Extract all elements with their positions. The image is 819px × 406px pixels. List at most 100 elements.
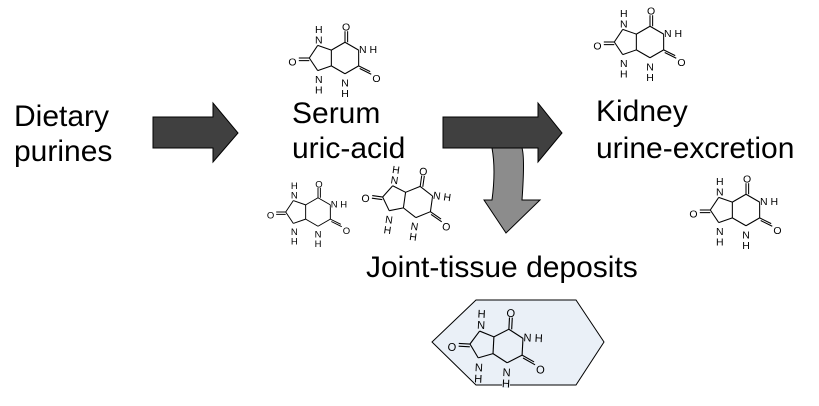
atom-label-background bbox=[410, 220, 419, 232]
atom-label-background bbox=[506, 307, 516, 318]
atom-label-background bbox=[474, 361, 484, 373]
atom-label-background bbox=[361, 192, 370, 204]
atom-label-background bbox=[442, 220, 451, 232]
atom-h-top-right: H bbox=[443, 191, 452, 204]
serum-label-line1: Serum bbox=[292, 97, 381, 130]
atom-h-top-left: H bbox=[477, 308, 486, 320]
atom-label-background bbox=[383, 224, 392, 235]
atom-n-bottom: N bbox=[502, 367, 511, 379]
atom-label-background bbox=[341, 87, 349, 98]
atom-o-right: O bbox=[536, 364, 546, 376]
atom-n-top-left: N bbox=[291, 191, 298, 202]
atom-label-background bbox=[620, 58, 628, 68]
atom-h-top-right: H bbox=[675, 28, 683, 40]
atom-label-background bbox=[620, 18, 628, 28]
atom-o-top: O bbox=[418, 166, 428, 179]
atom-h-top-left: H bbox=[315, 24, 323, 36]
atom-o-top: O bbox=[506, 308, 516, 320]
atom-n-bottom-left: N bbox=[474, 362, 483, 374]
atom-label-background bbox=[743, 173, 751, 184]
atom-n-top-right: N bbox=[359, 44, 367, 56]
dietary-label-line2: purines bbox=[14, 135, 113, 168]
atom-h-top-right: H bbox=[370, 44, 378, 56]
atom-label-background bbox=[359, 43, 367, 54]
atom-label-background bbox=[716, 186, 724, 196]
deposits-label: Joint-tissue deposits bbox=[366, 251, 638, 284]
atom-label-background bbox=[474, 372, 483, 384]
atom-n-top-right: N bbox=[760, 196, 768, 208]
atom-label-background bbox=[502, 366, 511, 377]
atom-h-bottom: H bbox=[742, 240, 750, 252]
atom-o-top: O bbox=[647, 6, 655, 18]
atom-o-left: O bbox=[447, 342, 457, 354]
atom-label-background bbox=[390, 174, 399, 185]
atom-h-bottom-left: H bbox=[474, 373, 483, 385]
atom-h-bottom-left: H bbox=[716, 237, 724, 249]
atom-h-bottom: H bbox=[341, 88, 349, 100]
atom-n-bottom: N bbox=[315, 230, 322, 241]
atom-label-background bbox=[315, 84, 323, 95]
atom-label-background bbox=[419, 165, 428, 177]
atom-label-background bbox=[447, 341, 457, 352]
atom-label-background bbox=[620, 68, 628, 79]
atom-label-background bbox=[664, 27, 672, 38]
atom-o-top: O bbox=[342, 22, 350, 34]
atom-label-background bbox=[689, 208, 698, 218]
atom-n-top-left: N bbox=[620, 18, 628, 30]
atom-h-top-right: H bbox=[340, 199, 347, 210]
atom-label-background bbox=[536, 363, 545, 375]
atom-label-background bbox=[477, 307, 486, 319]
atom-o-top: O bbox=[315, 179, 322, 190]
atom-h-bottom: H bbox=[315, 239, 322, 250]
atom-o-left: O bbox=[593, 40, 601, 52]
atom-label-background bbox=[315, 179, 323, 188]
atom-label-background bbox=[501, 377, 511, 389]
atom-label-background bbox=[432, 189, 442, 201]
atom-o-left: O bbox=[689, 208, 697, 220]
atom-o-right: O bbox=[343, 226, 350, 237]
crystal-hexagon bbox=[431, 299, 605, 386]
atom-h-bottom: H bbox=[502, 378, 511, 390]
atom-n-bottom: N bbox=[646, 61, 654, 73]
arrow-dietary-to-serum bbox=[152, 101, 239, 164]
atom-label-background bbox=[330, 199, 338, 208]
atom-label-background bbox=[760, 195, 768, 206]
atom-label-background bbox=[314, 239, 322, 248]
atom-h-bottom-left: H bbox=[383, 224, 392, 237]
atom-h-bottom: H bbox=[646, 72, 654, 84]
atom-label-background bbox=[716, 236, 724, 247]
atom-o-right: O bbox=[677, 57, 685, 69]
arrow-serum-to-deposits bbox=[483, 147, 542, 234]
atom-label-background bbox=[716, 175, 724, 186]
atom-o-right: O bbox=[441, 221, 451, 234]
atom-label-background bbox=[646, 71, 654, 82]
atom-label-background bbox=[290, 190, 298, 200]
atom-o-top: O bbox=[743, 174, 751, 186]
atom-label-background bbox=[677, 57, 686, 67]
atom-label-background bbox=[534, 332, 543, 343]
atom-n-bottom-left: N bbox=[384, 214, 393, 227]
atom-h-bottom: H bbox=[408, 231, 417, 244]
atom-n-top-left: N bbox=[716, 186, 724, 198]
atom-label-background bbox=[340, 199, 347, 208]
atom-n-top-left: N bbox=[390, 174, 399, 187]
atom-o-left: O bbox=[288, 56, 296, 68]
atom-h-bottom-left: H bbox=[315, 85, 323, 97]
atom-h-top-left: H bbox=[391, 164, 400, 177]
atom-label-background bbox=[290, 181, 298, 190]
atom-label-background bbox=[384, 213, 394, 225]
atom-label-background bbox=[314, 229, 322, 239]
dietary-label-line1: Dietary bbox=[14, 100, 110, 133]
atom-label-background bbox=[288, 56, 297, 66]
atom-h-bottom-left: H bbox=[291, 236, 298, 247]
atom-h-top-left: H bbox=[716, 176, 724, 188]
atom-label-background bbox=[646, 61, 654, 71]
atom-label-background bbox=[341, 77, 349, 87]
atom-label-background bbox=[290, 236, 298, 245]
atom-n-bottom: N bbox=[742, 229, 750, 241]
atom-h-bottom-left: H bbox=[620, 69, 628, 81]
